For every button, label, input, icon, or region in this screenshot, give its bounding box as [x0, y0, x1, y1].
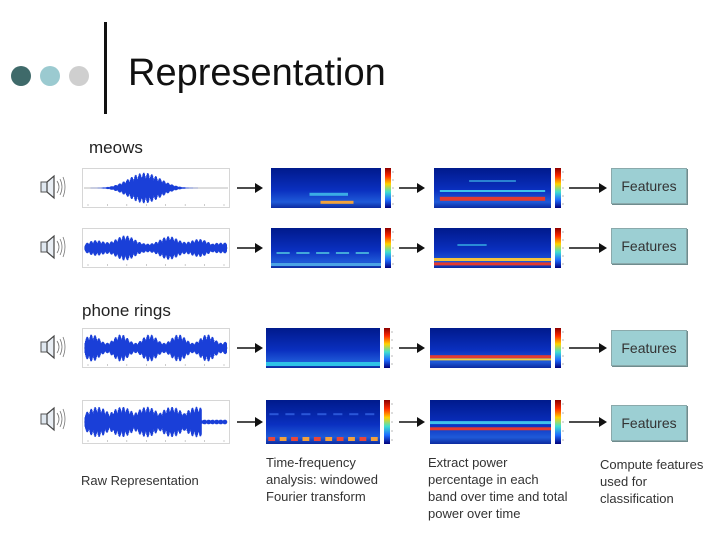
- waveform-plot: [82, 228, 230, 268]
- arrow-to-power: [399, 343, 425, 353]
- arrow-to-spectrogram: [237, 417, 263, 427]
- spectrogram-plot: [271, 228, 394, 268]
- caption-raw: Raw Representation: [81, 473, 199, 488]
- bullet-dot-3: [69, 66, 89, 86]
- power-band-plot: [434, 228, 564, 268]
- arrow-to-spectrogram: [237, 243, 263, 253]
- bullet-dot-1: [11, 66, 31, 86]
- features-box: Features: [611, 228, 687, 264]
- power-band-plot: [430, 400, 564, 444]
- arrow-to-power: [399, 243, 425, 253]
- arrow-to-features: [569, 417, 607, 427]
- arrow-to-power: [399, 417, 425, 427]
- spectrogram-plot: [271, 168, 394, 208]
- speaker-icon: [40, 174, 66, 200]
- caption-features: Compute features used for classification: [600, 457, 704, 506]
- features-box: Features: [611, 168, 687, 204]
- waveform-plot: [82, 400, 230, 444]
- caption-power: Extract power percentage in each band ov…: [428, 455, 568, 521]
- arrow-to-power: [399, 183, 425, 193]
- arrow-to-spectrogram: [237, 183, 263, 193]
- title-divider: [104, 22, 107, 114]
- arrow-to-features: [569, 243, 607, 253]
- arrow-to-features: [569, 343, 607, 353]
- caption-time-frequency: Time-frequency analysis: windowed Fourie…: [266, 455, 379, 504]
- section-label-phone-rings: phone rings: [82, 301, 171, 320]
- slide-title: Representation: [128, 52, 386, 94]
- waveform-plot: [82, 168, 230, 208]
- power-band-plot: [430, 328, 564, 368]
- section-label-meows: meows: [89, 138, 143, 157]
- speaker-icon: [40, 234, 66, 260]
- speaker-icon: [40, 334, 66, 360]
- bullet-dot-2: [40, 66, 60, 86]
- speaker-icon: [40, 406, 66, 432]
- waveform-plot: [82, 328, 230, 368]
- arrow-to-spectrogram: [237, 343, 263, 353]
- spectrogram-plot: [266, 400, 393, 444]
- features-box: Features: [611, 405, 687, 441]
- arrow-to-features: [569, 183, 607, 193]
- spectrogram-plot: [266, 328, 393, 368]
- power-band-plot: [434, 168, 564, 208]
- features-box: Features: [611, 330, 687, 366]
